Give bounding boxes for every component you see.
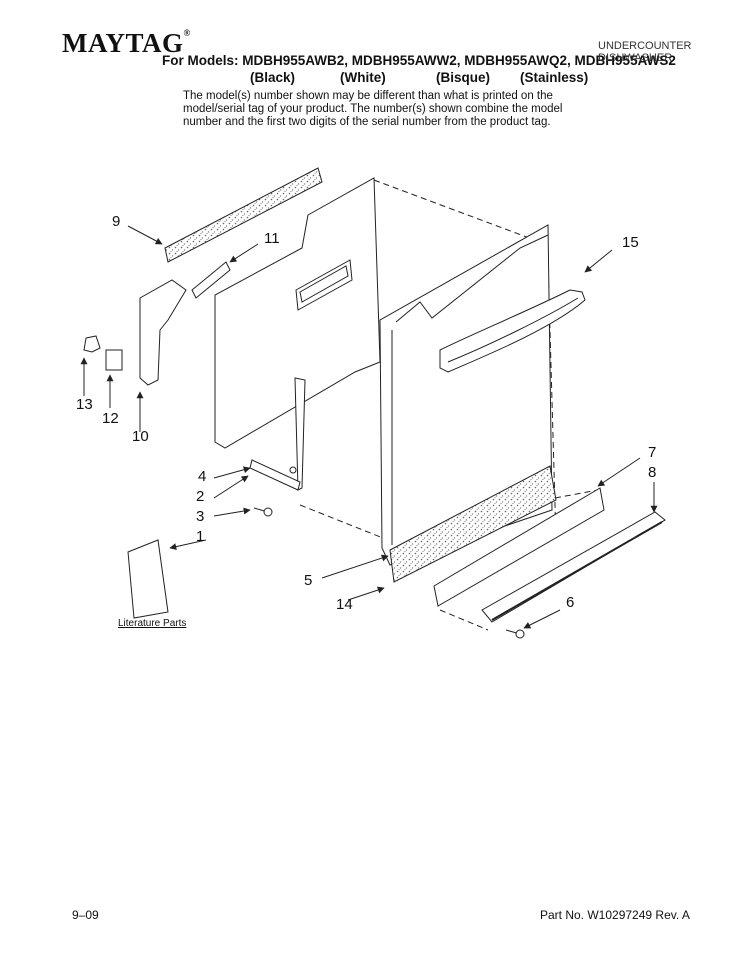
screw-6: [505, 629, 525, 639]
registered-mark: ®: [183, 28, 191, 38]
bracket-10: [139, 279, 187, 386]
brand-name: MAYTAG: [62, 28, 184, 58]
literature-parts-label: Literature Parts: [118, 618, 187, 629]
callout-1: 1: [196, 528, 205, 545]
outer-door-panel: [379, 224, 553, 566]
kick-panel-7: [433, 487, 605, 607]
color-label-white: (White): [340, 70, 386, 85]
vent-strip-9: [164, 167, 323, 263]
literature-parts-1: [127, 539, 169, 619]
color-label-bisque: (Bisque): [436, 70, 490, 85]
callout-4: 4: [198, 468, 207, 485]
brand-logo: MAYTAG®: [62, 28, 191, 59]
callout-13: 13: [76, 396, 93, 413]
kick-trim-8: [481, 511, 666, 623]
callout-11: 11: [264, 230, 280, 247]
callout-14: 14: [336, 596, 353, 613]
callout-9: 9: [112, 213, 121, 230]
callout-6: 6: [566, 594, 575, 611]
hinge-bracket-2: [294, 377, 306, 491]
appliance-type: UNDERCOUNTER DISHWASHER: [598, 40, 692, 64]
callout-15: 15: [622, 234, 639, 251]
pad-12: [105, 349, 123, 371]
footer-date: 9–09: [72, 908, 99, 922]
toe-seal-5: [389, 465, 557, 583]
callout-3: 3: [196, 508, 205, 525]
footer-part-number: Part No. W10297249 Rev. A: [540, 908, 690, 922]
strip-11: [191, 261, 231, 299]
screw-3: [253, 507, 273, 517]
door-handle: [439, 289, 586, 373]
callout-7: 7: [648, 444, 657, 461]
models-line: For Models: MDBH955AWB2, MDBH955AWW2, MD…: [162, 53, 676, 68]
callout-12: 12: [102, 410, 119, 427]
color-label-stainless: (Stainless): [520, 70, 589, 85]
callout-10: 10: [132, 428, 149, 445]
color-label-black: (Black): [250, 70, 296, 85]
model-note: The model(s) number shown may be differe…: [183, 90, 563, 128]
callout-5: 5: [304, 572, 313, 589]
callout-8: 8: [648, 464, 657, 481]
callout-arrows: [80, 225, 658, 629]
clip-13: [83, 335, 101, 353]
tub-back-panel: [214, 177, 381, 449]
callout-2: 2: [196, 488, 205, 505]
